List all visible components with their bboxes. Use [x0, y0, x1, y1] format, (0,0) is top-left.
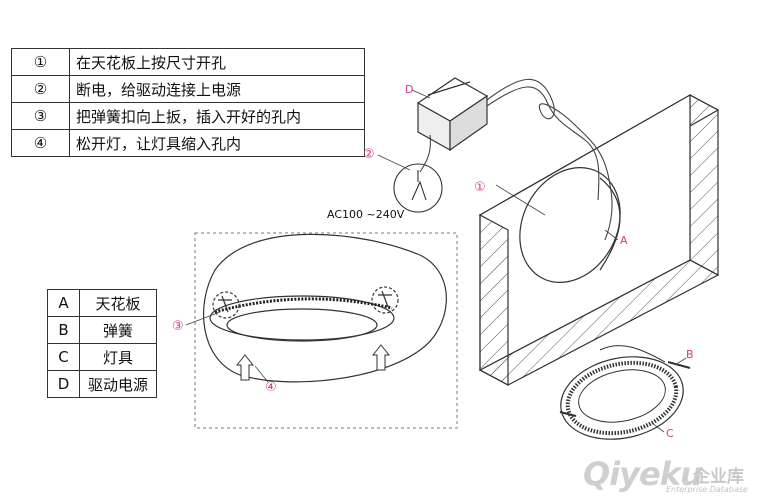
watermark-sub: Enterprise Database: [666, 485, 748, 494]
label-step3: ③: [172, 319, 184, 334]
driver-box: [416, 77, 489, 152]
label-driver: D: [405, 83, 413, 96]
step-text: 把弹簧扣向上扳，插入开好的孔内: [69, 102, 365, 130]
label-step2: ②: [363, 147, 375, 162]
label-spring: B: [686, 348, 694, 361]
step-text: 断电，给驱动连接上电源: [69, 75, 365, 103]
connector-detail: [393, 163, 443, 213]
label-step4: ④: [265, 380, 277, 395]
watermark-cn: 企业库: [693, 467, 744, 487]
label-ceiling: A: [620, 234, 628, 247]
voltage-label: AC100 ~240V: [327, 208, 405, 221]
legend-value: 天花板: [79, 289, 157, 317]
watermark-logo: Qiyeku: [583, 455, 703, 493]
up-arrow-icon: [235, 344, 391, 381]
label-step1: ①: [474, 180, 486, 195]
ceiling-left-edge: [479, 213, 509, 387]
step-text: 松开灯，让灯具缩入孔内: [69, 129, 365, 157]
step-number: ①: [11, 48, 70, 76]
step-text: 在天花板上按尺寸开孔: [69, 48, 365, 76]
lamp-fixture: [559, 345, 691, 440]
ceiling-side-face: [689, 93, 719, 277]
step-number: ④: [11, 129, 70, 157]
legend-key: A: [47, 289, 80, 317]
legend-value: 驱动电源: [79, 370, 157, 398]
inset-frame: [194, 232, 458, 429]
inset-ceiling: [203, 233, 447, 383]
legend-value: 灯具: [79, 343, 157, 371]
legend-key: D: [47, 370, 80, 398]
inset-lamp: [209, 286, 399, 342]
label-lamp: C: [666, 427, 674, 440]
callout-leaders: [185, 89, 687, 433]
cables: [419, 78, 613, 241]
